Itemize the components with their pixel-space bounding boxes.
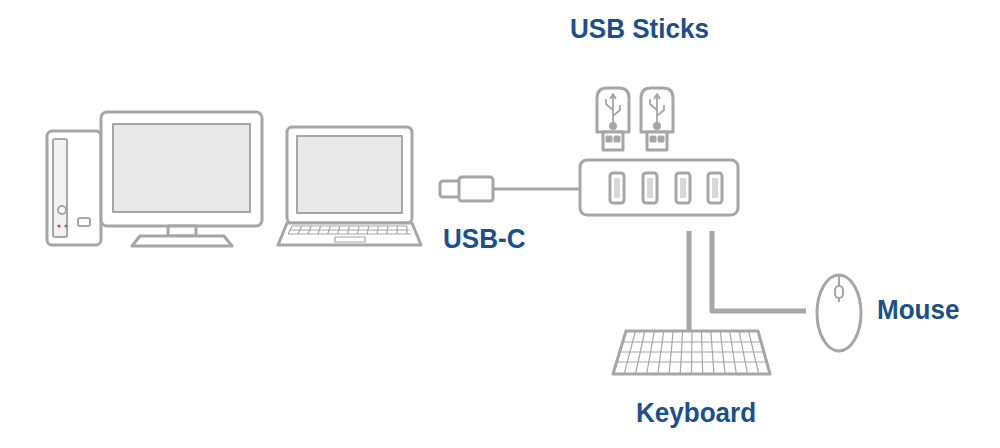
keyboard-key-divider bbox=[680, 331, 682, 374]
hub-port bbox=[676, 173, 690, 203]
monitor-frame bbox=[101, 112, 262, 226]
laptop-key-divider bbox=[298, 226, 302, 234]
laptop-key-divider bbox=[338, 226, 340, 234]
connector-hole bbox=[615, 137, 619, 141]
hub-port-tongue bbox=[614, 178, 620, 198]
usb-c-tip bbox=[440, 181, 460, 197]
hub-port bbox=[708, 173, 722, 203]
laptop-key-divider bbox=[328, 226, 331, 234]
drive-slot bbox=[78, 218, 90, 226]
monitor-base bbox=[132, 236, 232, 246]
usb-stick-body bbox=[597, 88, 629, 132]
laptop-key-row bbox=[288, 233, 411, 234]
mouse-wheel bbox=[835, 286, 843, 298]
laptop-key-divider bbox=[396, 226, 398, 234]
keyboard-key-divider bbox=[711, 331, 714, 374]
laptop-key-divider bbox=[386, 226, 388, 234]
keyboard-key-divider bbox=[720, 331, 725, 374]
laptop-key-row bbox=[290, 229, 409, 230]
usb-symbol-dot bbox=[611, 124, 616, 129]
usb-stick-body bbox=[641, 88, 673, 132]
device-label: Mouse bbox=[877, 294, 959, 326]
keyboard-body bbox=[613, 331, 770, 374]
power-led bbox=[57, 224, 60, 227]
usb-c-cable bbox=[492, 188, 581, 191]
power-button bbox=[58, 206, 66, 214]
laptop-key-divider bbox=[357, 226, 359, 234]
connector-hole bbox=[607, 137, 611, 141]
usb-stick bbox=[641, 88, 673, 150]
usb-c-plug bbox=[459, 177, 493, 201]
laptop-key-divider bbox=[406, 226, 407, 234]
keyboard-key-divider bbox=[624, 331, 635, 374]
laptop-base bbox=[278, 223, 421, 245]
usb-stick-connector bbox=[647, 132, 667, 150]
laptop-screen bbox=[297, 136, 402, 213]
keyboard-key-divider bbox=[749, 331, 759, 374]
pc-tower bbox=[47, 131, 101, 245]
connector-hole bbox=[651, 137, 655, 141]
keyboard-key-divider bbox=[647, 331, 655, 374]
usb-symbol-dot bbox=[655, 124, 660, 129]
device-label: USB-C bbox=[443, 223, 525, 255]
usb-symbol bbox=[650, 94, 664, 126]
monitor-screen bbox=[113, 124, 250, 212]
hub-port bbox=[610, 173, 624, 203]
tower-panel bbox=[53, 139, 67, 237]
mouse-body bbox=[817, 275, 861, 351]
disk-led bbox=[64, 224, 67, 227]
keyboard-key-divider bbox=[739, 331, 747, 374]
laptop-key-divider bbox=[377, 226, 378, 234]
keyboard-key-divider bbox=[701, 331, 702, 374]
hub-port-tongue bbox=[712, 178, 718, 198]
laptop-key-divider bbox=[348, 226, 350, 234]
keyboard-key-divider bbox=[669, 331, 673, 374]
laptop-key-divider bbox=[288, 226, 292, 234]
hub-port bbox=[643, 173, 657, 203]
usb-symbol bbox=[606, 94, 620, 126]
laptop-key-divider bbox=[318, 226, 321, 234]
laptop-key-divider bbox=[367, 226, 368, 234]
device-label: Keyboard bbox=[636, 397, 756, 429]
usb-hub bbox=[580, 160, 738, 215]
hub-port-tongue bbox=[647, 178, 653, 198]
laptop-lid bbox=[287, 127, 412, 223]
device-label: USB Sticks bbox=[570, 13, 709, 45]
usb-stick bbox=[597, 88, 629, 150]
mouse-wire bbox=[712, 231, 806, 311]
laptop-key-divider bbox=[308, 226, 311, 234]
touchpad bbox=[335, 237, 365, 242]
keyboard-key-divider bbox=[658, 331, 664, 374]
keyboard-wire bbox=[687, 231, 692, 330]
keyboard-key-divider bbox=[730, 331, 737, 374]
usb-stick-connector bbox=[603, 132, 623, 150]
keyboard-key-divider bbox=[691, 331, 693, 374]
keyboard-key-divider bbox=[635, 331, 644, 374]
hub-port-tongue bbox=[680, 178, 686, 198]
connector-hole bbox=[659, 137, 663, 141]
